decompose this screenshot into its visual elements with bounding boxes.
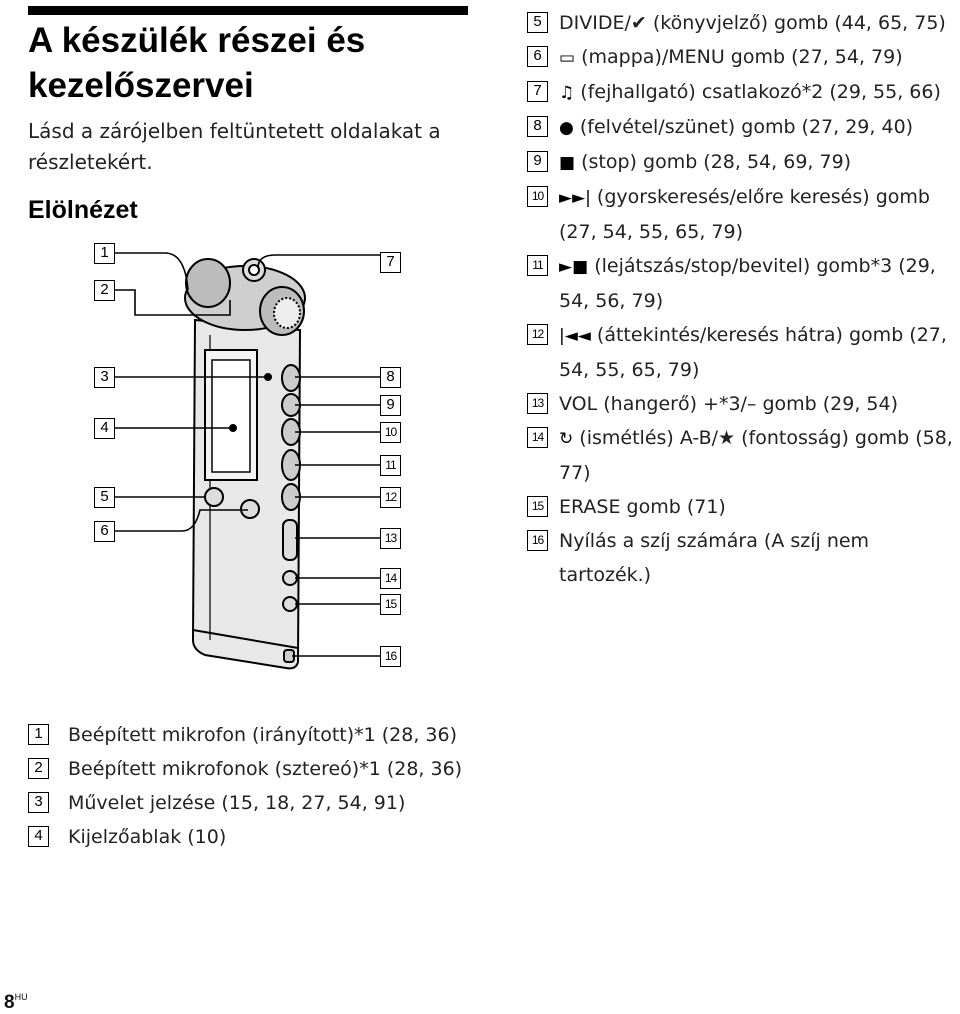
callout-2: 2 xyxy=(94,280,115,301)
parts-legend-bottom: 1 Beépített mikrofon (irányított)*1 (28, … xyxy=(28,718,588,854)
legend-number: 1 xyxy=(28,724,49,745)
legend-item: 1 Beépített mikrofon (irányított)*1 (28, … xyxy=(28,718,588,752)
headphone-icon: ♫ xyxy=(559,83,575,103)
callout-4: 4 xyxy=(94,418,115,439)
callout-9: 9 xyxy=(380,395,401,416)
legend-text: (fejhallgató) csatlakozó*2 (29, 55, 66) xyxy=(580,81,941,103)
legend-item: 13 VOL (hangerő) +*3/– gomb (29, 54) xyxy=(527,387,957,421)
legend-number: 13 xyxy=(527,393,548,414)
legend-item: 11 ►■ (lejátszás/stop/bevitel) gomb*3 (29… xyxy=(527,249,957,318)
callout-11: 11 xyxy=(380,455,401,476)
page-title: A készülék részei és kezelőszervei xyxy=(28,21,366,105)
legend-item: 16 Nyílás a szíj számára (A szíj nem tart… xyxy=(527,524,957,592)
legend-item: 10 ►►| (gyorskeresés/előre keresés) gomb … xyxy=(527,180,957,249)
legend-item: 8 ● (felvétel/szünet) gomb (27, 29, 40) xyxy=(527,110,957,145)
rewind-icon: |◄◄ xyxy=(559,326,591,346)
legend-number: 9 xyxy=(527,151,548,172)
legend-text: VOL (hangerő) +*3/– gomb (29, 54) xyxy=(559,393,899,415)
callout-13: 13 xyxy=(380,528,401,549)
folder-icon: ▭ xyxy=(559,48,576,68)
legend-item: 9 ■ (stop) gomb (28, 54, 69, 79) xyxy=(527,145,957,180)
page-number: 8HU xyxy=(4,992,28,1014)
legend-number: 15 xyxy=(527,496,548,517)
legend-number: 16 xyxy=(527,530,548,551)
callout-8: 8 xyxy=(380,367,401,388)
callout-6: 6 xyxy=(94,521,115,542)
legend-text: (gyorskeresés/előre keresés) gomb (27, 5… xyxy=(559,186,930,243)
legend-item: 4 Kijelzőablak (10) xyxy=(28,820,588,854)
legend-number: 12 xyxy=(527,324,548,345)
callout-10: 10 xyxy=(380,422,401,443)
legend-item: 6 ▭ (mappa)/MENU gomb (27, 54, 79) xyxy=(527,40,957,75)
legend-number: 8 xyxy=(527,116,548,137)
legend-text: (mappa)/MENU gomb (27, 54, 79) xyxy=(581,46,903,68)
callout-5: 5 xyxy=(94,487,115,508)
play-stop-icon: ►■ xyxy=(559,257,589,277)
legend-item: 7 ♫ (fejhallgató) csatlakozó*2 (29, 55, 6… xyxy=(527,75,957,110)
repeat-icon: ↻ xyxy=(559,429,574,449)
legend-item: 3 Művelet jelzése (15, 18, 27, 54, 91) xyxy=(28,786,588,820)
legend-number: 7 xyxy=(527,81,548,102)
callout-12: 12 xyxy=(380,487,401,508)
legend-text: Művelet jelzése (15, 18, 27, 54, 91) xyxy=(68,792,406,814)
record-dot-icon: ● xyxy=(559,118,574,138)
stop-square-icon: ■ xyxy=(559,153,576,173)
legend-text: Kijelzőablak (10) xyxy=(68,826,227,848)
legend-item: 14 ↻ (ismétlés) A-B/★ (fontosság) gomb (5… xyxy=(527,421,957,490)
callout-3: 3 xyxy=(94,367,115,388)
legend-item: 2 Beépített mikrofonok (sztereó)*1 (28, 3… xyxy=(28,752,588,786)
legend-number: 6 xyxy=(527,46,548,67)
legend-text: (áttekintés/keresés hátra) gomb (27, 54,… xyxy=(559,324,947,381)
intro-text: Lásd a zárójelben feltüntetett oldalakat… xyxy=(28,119,441,174)
legend-number: 3 xyxy=(28,792,49,813)
callout-14: 14 xyxy=(380,568,401,589)
callout-1: 1 xyxy=(94,243,115,264)
legend-text: Beépített mikrofon (irányított)*1 (28, 3… xyxy=(68,724,458,746)
legend-text: (ismétlés) A-B/★ (fontosság) gomb (58, 7… xyxy=(559,427,953,484)
section-heading: Elölnézet xyxy=(28,196,138,224)
legend-number: 14 xyxy=(527,427,548,448)
legend-text: DIVIDE/✔ (könyvjelző) gomb (44, 65, 75) xyxy=(559,12,946,34)
legend-item: 12 |◄◄ (áttekintés/keresés hátra) gomb (2… xyxy=(527,318,957,387)
callout-16: 16 xyxy=(380,646,401,667)
legend-text: (felvétel/szünet) gomb (27, 29, 40) xyxy=(579,116,914,138)
legend-item: 15 ERASE gomb (71) xyxy=(527,490,957,524)
legend-text: Nyílás a szíj számára (A szíj nem tartoz… xyxy=(559,530,870,586)
legend-number: 11 xyxy=(527,255,548,276)
legend-item: 5 DIVIDE/✔ (könyvjelző) gomb (44, 65, 75) xyxy=(527,6,957,40)
header-rule xyxy=(28,6,468,15)
page-language: HU xyxy=(14,992,28,1002)
fast-forward-icon: ►►| xyxy=(559,188,591,208)
legend-text: (stop) gomb (28, 54, 69, 79) xyxy=(581,151,852,173)
parts-legend: 5 DIVIDE/✔ (könyvjelző) gomb (44, 65, 75)… xyxy=(527,6,957,592)
legend-number: 5 xyxy=(527,12,548,33)
recorder-illustration xyxy=(115,252,380,670)
legend-number: 10 xyxy=(527,186,548,207)
callout-15: 15 xyxy=(380,594,401,615)
legend-text: ERASE gomb (71) xyxy=(559,496,726,518)
legend-number: 4 xyxy=(28,826,49,847)
callout-7: 7 xyxy=(380,252,401,273)
legend-text: (lejátszás/stop/bevitel) gomb*3 (29, 54,… xyxy=(559,255,936,312)
page-number-value: 8 xyxy=(4,992,15,1013)
legend-number: 2 xyxy=(28,758,49,779)
legend-text: Beépített mikrofonok (sztereó)*1 (28, 36… xyxy=(68,758,463,780)
